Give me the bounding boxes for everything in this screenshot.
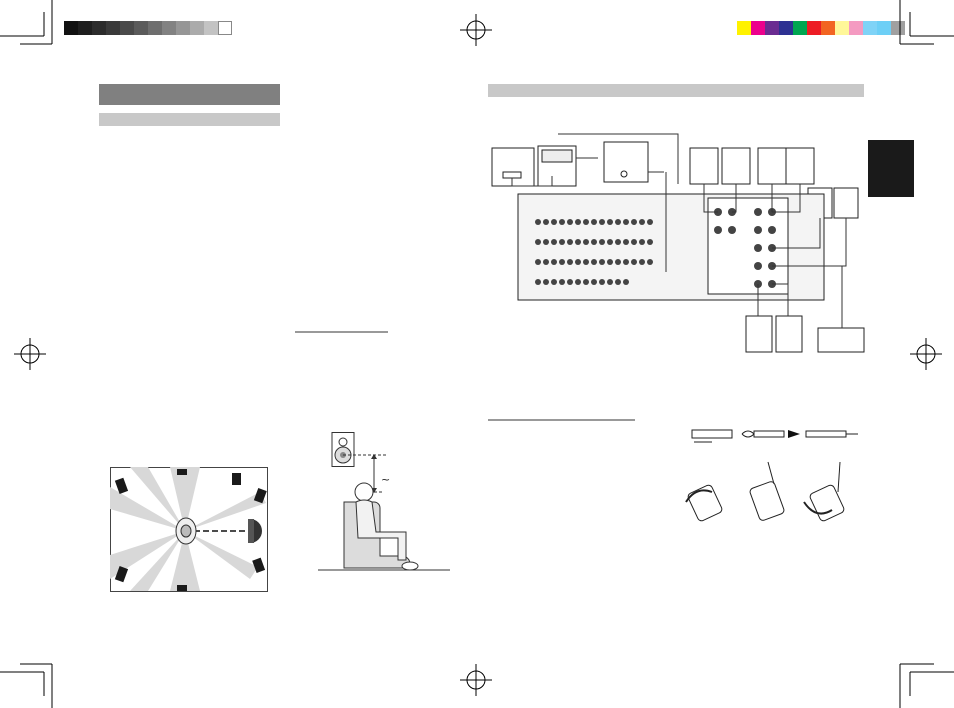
section-divider-rule [488,419,635,421]
gray-swatch-1 [64,21,78,35]
gray-swatch-11 [204,21,218,35]
color-swatch-4 [779,21,793,35]
color-swatch-8 [835,21,849,35]
gray-swatch-2 [78,21,92,35]
language-side-tab [868,140,914,197]
gray-swatch-7 [148,21,162,35]
speaker-box-icon [491,147,535,187]
speaker-connection-diagram [491,133,865,353]
color-calibration-strip [737,21,905,35]
color-swatch-1 [737,21,751,35]
cable-preparation-diagram [685,429,858,522]
gray-swatch-12 [218,21,232,35]
gray-swatch-9 [176,21,190,35]
section-heading-bar [99,84,280,105]
color-swatch-2 [751,21,765,35]
gray-swatch-4 [106,21,120,35]
grayscale-calibration-strip [64,21,232,35]
color-swatch-10 [863,21,877,35]
speaker-placement-diagram [110,467,268,592]
gray-swatch-6 [134,21,148,35]
color-swatch-9 [849,21,863,35]
subsection-heading-bar [99,113,280,126]
gray-swatch-3 [92,21,106,35]
distance-marker: ~ [381,473,391,486]
color-swatch-5 [793,21,807,35]
right-page-heading-bar [488,84,864,97]
gray-swatch-10 [190,21,204,35]
crosshair-circle-icon [14,14,942,696]
color-swatch-3 [765,21,779,35]
gray-swatch-5 [120,21,134,35]
gray-swatch-8 [162,21,176,35]
color-swatch-7 [821,21,835,35]
listening-height-diagram [318,432,450,571]
color-swatch-11 [877,21,891,35]
color-swatch-12 [891,21,905,35]
color-swatch-6 [807,21,821,35]
section-divider-rule [295,331,388,333]
